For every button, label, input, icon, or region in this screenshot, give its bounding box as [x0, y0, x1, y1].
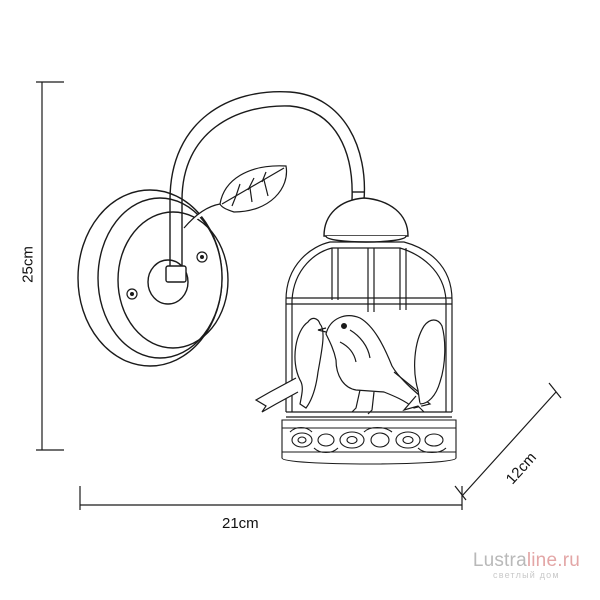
- ornamental-base: [281, 419, 457, 465]
- bird-left: [254, 317, 324, 413]
- site-watermark: Lustraline.ru светлый дом: [473, 550, 580, 580]
- bird-right: [402, 319, 446, 413]
- height-dimension-label: 25cm: [19, 246, 37, 283]
- bird-cage: [285, 241, 453, 412]
- height-dimension-line: [36, 81, 64, 451]
- watermark-brand: Lustraline.ru: [473, 550, 580, 572]
- watermark-brand-main: Lustra: [472, 550, 527, 571]
- wall-back-plate: [77, 189, 229, 367]
- width-dimension-label: 21cm: [222, 515, 259, 532]
- mounting-screws: [126, 251, 208, 300]
- cage-cap: [323, 197, 409, 243]
- bird-center: [317, 315, 432, 415]
- watermark-tagline: светлый дом: [493, 570, 560, 580]
- watermark-brand-accent: line.ru: [526, 550, 580, 571]
- depth-dimension-line: [454, 382, 562, 501]
- lamp-arm: [165, 90, 366, 283]
- perch-bar: [286, 411, 452, 418]
- leaf-ornament: [183, 165, 288, 229]
- width-dimension-line: [79, 486, 463, 510]
